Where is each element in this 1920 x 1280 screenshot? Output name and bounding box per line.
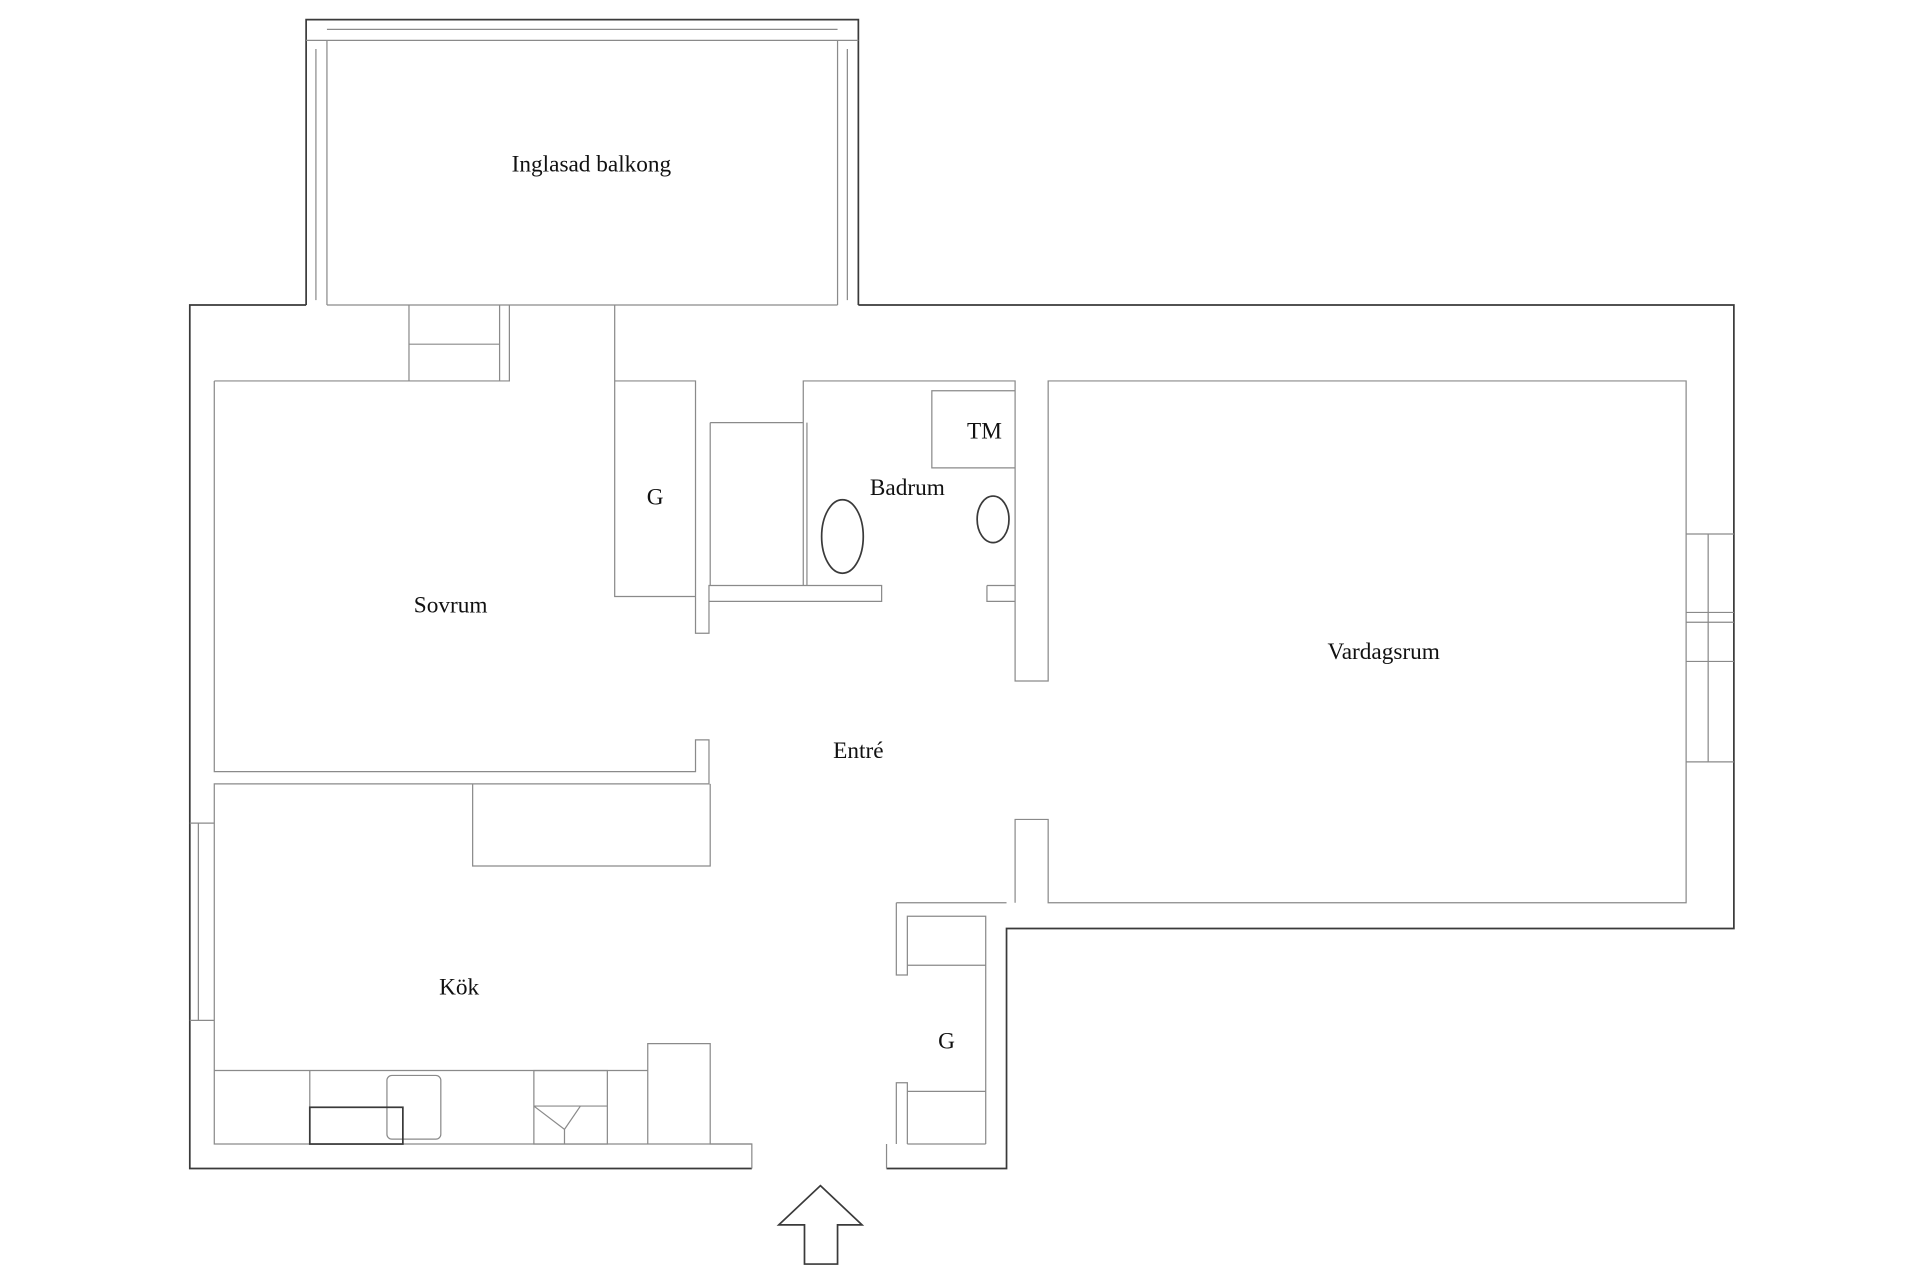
label-closet-hall: G [938,1028,955,1054]
label-kitchen: Kök [439,975,479,1001]
basin-icon [976,495,1010,544]
entrance-arrow-icon [776,1184,865,1265]
label-hall: Entré [833,738,883,764]
label-bathroom: Badrum [870,475,945,501]
outer-wall [188,304,1735,1170]
balcony [305,18,860,306]
label-washer: TM [967,419,1002,445]
label-closet-bedroom: G [647,485,664,511]
label-living-room: Vardagsrum [1328,639,1440,665]
toilet-icon [820,498,865,575]
stove-icon [533,1069,608,1145]
label-bedroom: Sovrum [414,592,488,618]
label-balcony: Inglasad balkong [512,151,672,177]
